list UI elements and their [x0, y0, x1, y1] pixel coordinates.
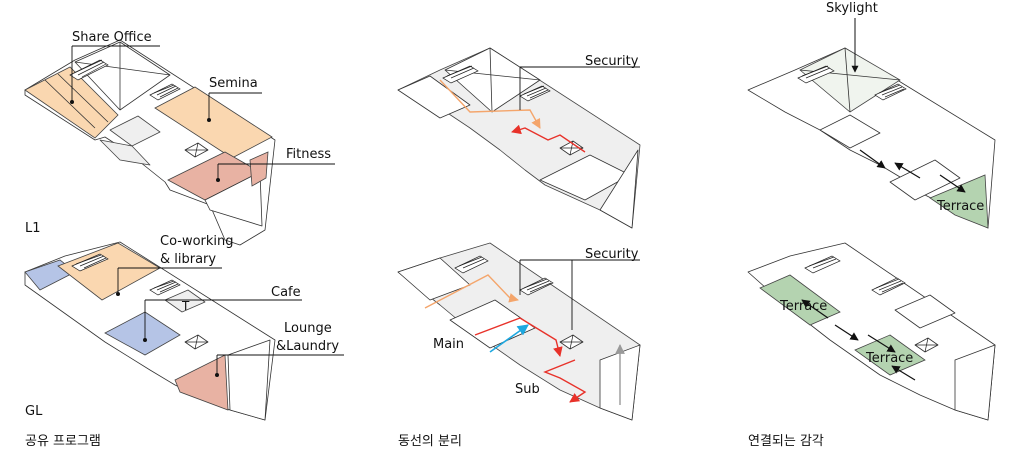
svg-text:Security: Security	[585, 54, 639, 69]
circ-gl-stair-b	[519, 277, 554, 296]
svg-text:Share Office: Share Office	[72, 30, 152, 45]
label-semina: Semina	[207, 76, 262, 122]
circ-gl-orange-route	[424, 274, 519, 309]
circ-gl-elevator-icon	[559, 334, 584, 350]
connection-gl-floor: Terrace Terrace	[747, 242, 996, 421]
conn-l1-arrow-a	[859, 149, 886, 169]
label-cafe: Cafe	[143, 285, 302, 342]
conn-gl-arrow-c	[867, 334, 896, 353]
conn-gl-terrace-b	[854, 334, 926, 376]
cafe-t-mark: T	[181, 299, 190, 313]
conn-gl-elevator-icon	[914, 337, 939, 353]
l1-room-grey-b	[99, 139, 151, 166]
svg-text:Security: Security	[585, 247, 639, 262]
svg-text:Lounge: Lounge	[284, 321, 332, 336]
conn-l1-room-a	[819, 114, 881, 149]
conn-l1-arrow-c	[939, 174, 966, 193]
floor-label-gl: GL	[25, 404, 43, 419]
l1-east-wall	[249, 151, 269, 187]
l1-room-grey-a	[109, 115, 161, 147]
panel-connection: Skylight Terrace	[747, 1, 996, 449]
conn-gl-room-b	[894, 294, 956, 329]
circ-l1-red-route	[511, 124, 586, 153]
l1-stair-b	[149, 83, 181, 101]
conn-l1-terrace	[929, 174, 989, 229]
gl-stair-b	[149, 279, 181, 296]
label-fitness: Fitness	[216, 147, 335, 182]
circ-l1-stair-b	[519, 85, 551, 102]
conn-gl-east	[954, 344, 996, 421]
conn-gl-arrow-d	[891, 365, 916, 381]
conn-l1-stair-b	[874, 83, 907, 101]
circ-l1-east	[599, 149, 639, 229]
caption-circulation: 동선의 분리	[398, 434, 462, 449]
circ-gl-red-route-main	[474, 317, 563, 357]
laundry-area	[174, 354, 229, 411]
conn-gl-arrow-b	[834, 324, 859, 341]
circ-gl-cyan-arrow	[489, 324, 529, 353]
label-skylight: Skylight	[826, 1, 878, 73]
svg-text:Cafe: Cafe	[271, 285, 301, 300]
svg-text:Semina: Semina	[209, 76, 258, 91]
circ-l1-stair-a	[442, 65, 479, 84]
svg-text:Co-working: Co-working	[160, 234, 234, 249]
program-gl-floor: T Co-working & library Cafe	[24, 234, 344, 421]
label-terrace-gl-a: Terrace	[779, 299, 827, 314]
l1-stair-a	[69, 59, 109, 81]
conn-gl-stair-a	[804, 255, 841, 274]
program-l1-floor: Share Office Semina Fitness L1	[24, 30, 335, 246]
label-share-office: Share Office	[70, 30, 160, 104]
caption-connection: 연결되는 감각	[748, 434, 824, 449]
label-terrace-l1: Terrace	[936, 199, 984, 214]
conn-l1-stair-a	[797, 65, 835, 84]
circ-l1-orange-route	[439, 79, 541, 129]
conn-l1-arrow-b	[894, 162, 921, 179]
floor-label-l1: L1	[25, 221, 41, 236]
label-terrace-gl-b: Terrace	[865, 351, 913, 366]
caption-program: 공유 프로그램	[25, 434, 101, 449]
svg-text:Skylight: Skylight	[826, 1, 878, 16]
gl-elevator-icon	[184, 334, 209, 350]
label-coworking: Co-working & library	[116, 234, 234, 296]
circ-l1-room-a	[397, 75, 471, 119]
semina-area	[154, 86, 273, 159]
label-security-gl: Security	[519, 247, 640, 330]
conn-gl-stair-b	[871, 277, 906, 296]
circ-gl-stair-a	[454, 255, 489, 274]
label-lounge: Lounge &Laundry	[215, 321, 344, 377]
panel-circulation: Security	[397, 47, 641, 449]
panel-program: Share Office Semina Fitness L1	[24, 30, 344, 449]
label-sub: Sub	[515, 382, 540, 397]
svg-text:&Laundry: &Laundry	[276, 339, 339, 354]
conn-gl-arrow-a	[801, 299, 829, 319]
l1-elevator-icon	[184, 142, 209, 158]
circulation-gl-floor: Security Main Sub	[397, 242, 641, 421]
gl-stair-a	[71, 253, 109, 272]
svg-text:Fitness: Fitness	[286, 147, 331, 162]
label-main: Main	[433, 337, 464, 352]
connection-l1-floor: Skylight Terrace	[747, 1, 996, 229]
conn-l1-room-b	[889, 159, 961, 201]
lounge-blue-area	[104, 311, 181, 356]
circ-gl-red-route-sub	[543, 359, 587, 403]
gl-east-wall	[227, 339, 271, 421]
circulation-l1-floor: Security	[397, 47, 641, 229]
label-security-l1: Security	[519, 54, 640, 110]
cafe-area	[164, 289, 206, 313]
l1-fitness-side	[204, 171, 263, 227]
svg-text:& library: & library	[160, 252, 216, 267]
